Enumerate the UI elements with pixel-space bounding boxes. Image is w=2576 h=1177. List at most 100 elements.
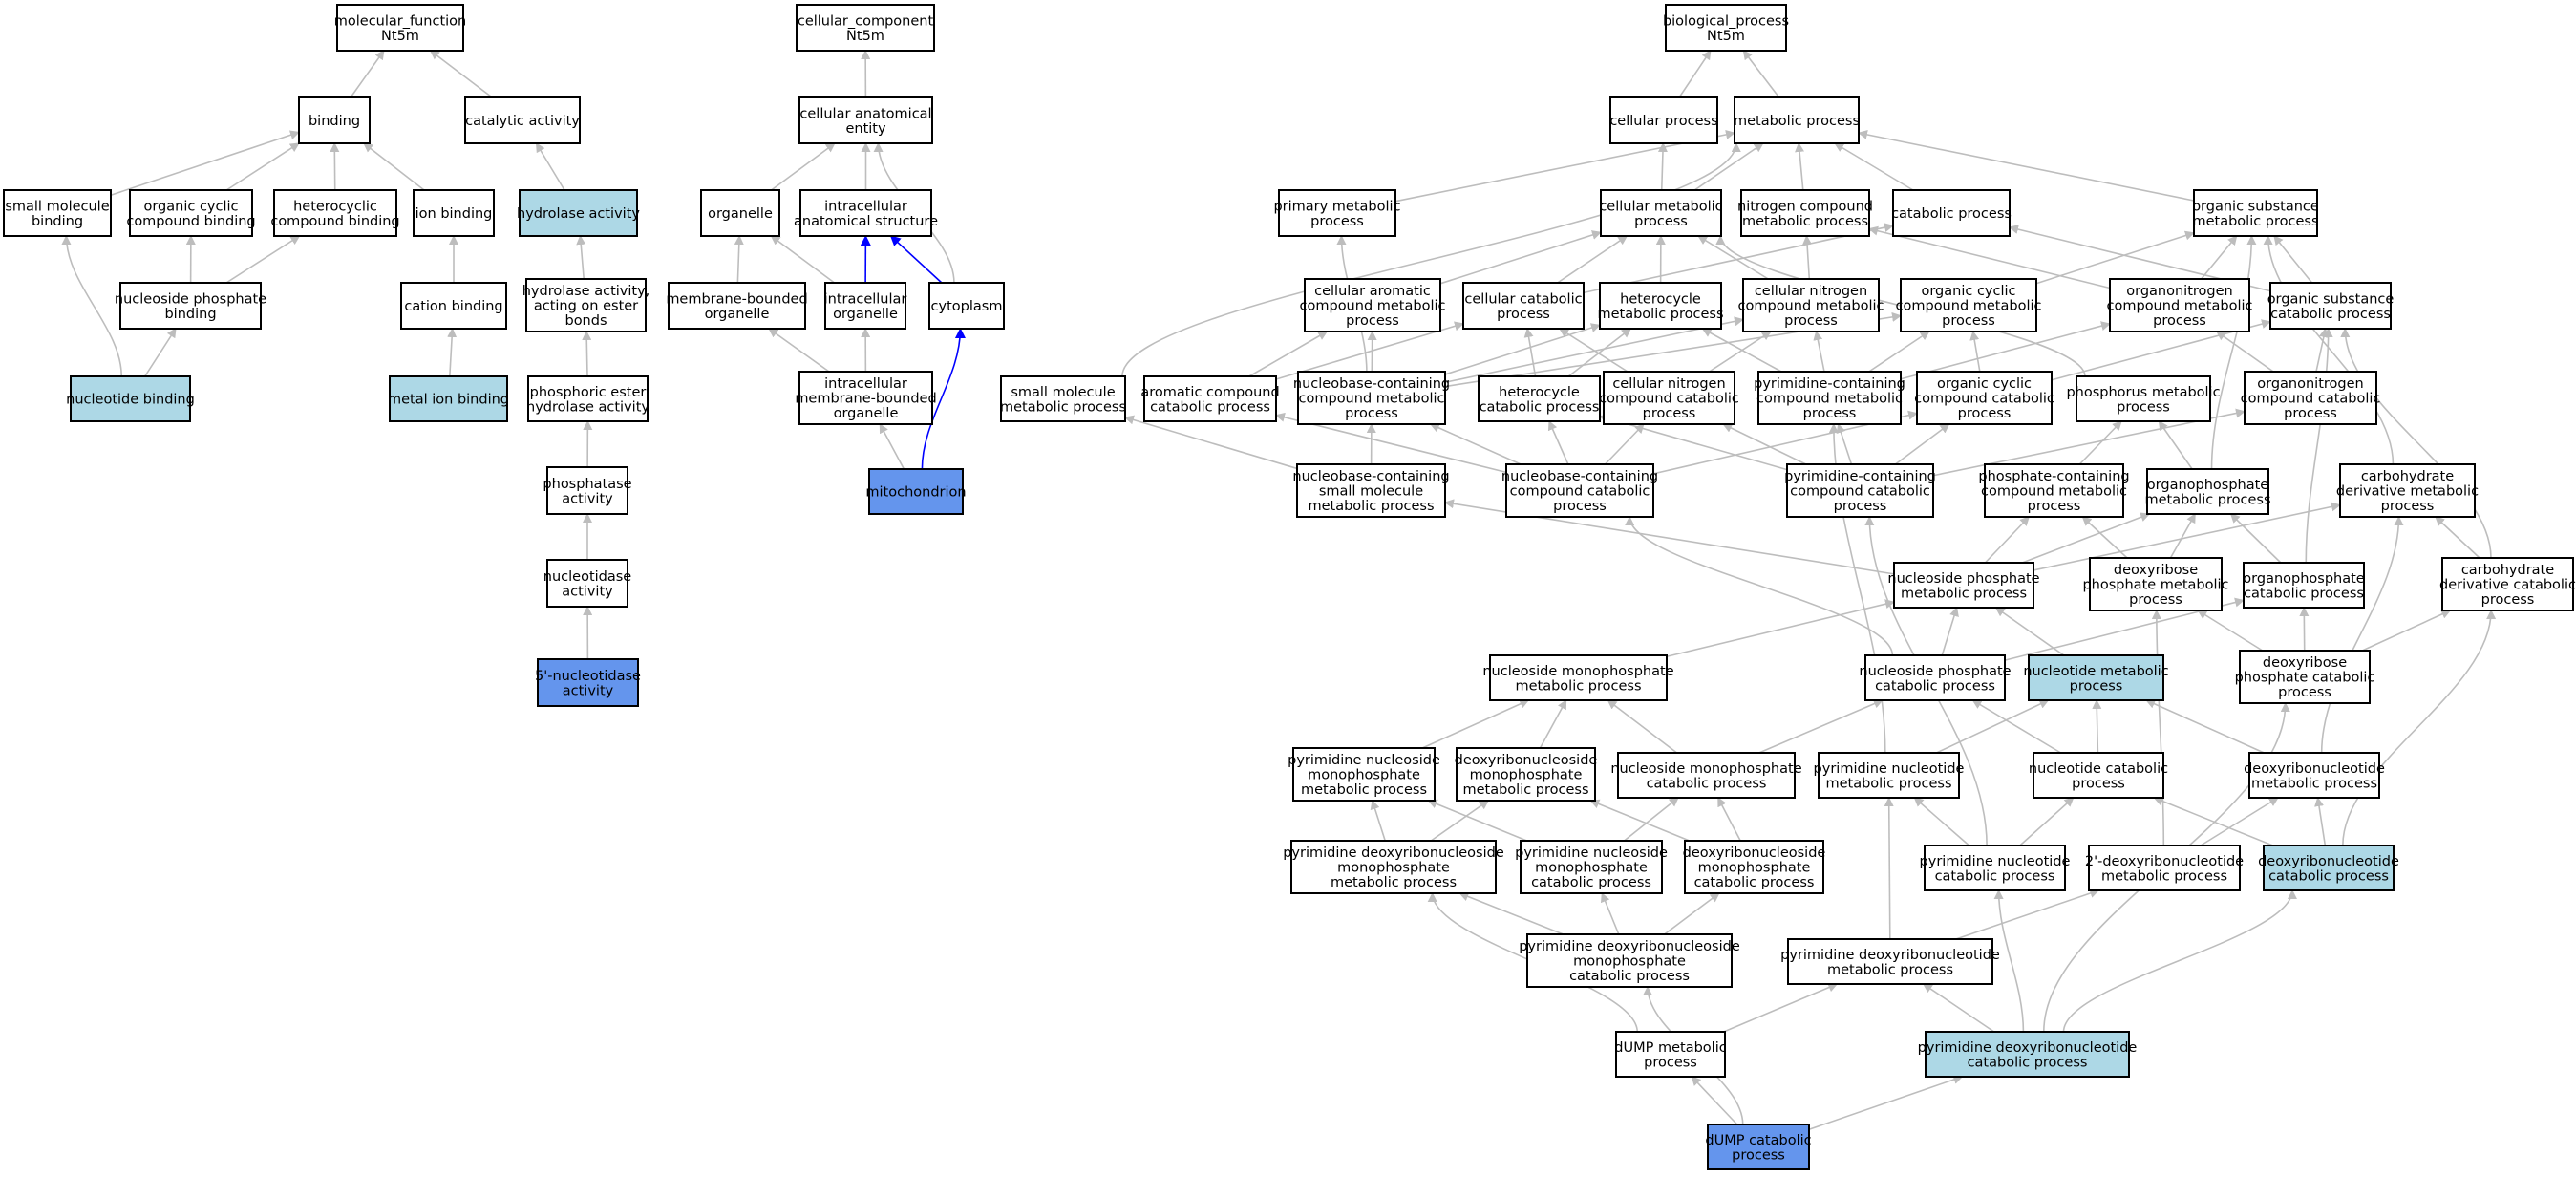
- term-node-pyrimidine-deoxyribonucleotide-catabolic[interactable]: pyrimidine deoxyribonucleotidecatabolic …: [1918, 1031, 2138, 1078]
- term-node-cytoplasm[interactable]: cytoplasm: [928, 282, 1005, 330]
- edge-organic_cyclic_cmp-to-organic_substance_metabolic_process: [2035, 230, 2195, 285]
- term-node-pyrimidine-deoxyribonucleotide-metabolic[interactable]: pyrimidine deoxyribonucleotidemetabolic …: [1780, 938, 2000, 985]
- term-node-nucleotide-binding[interactable]: nucleotide binding: [66, 375, 195, 422]
- term-node-pyrimidine-deoxyribonucleoside-monophosphate-metabolic[interactable]: pyrimidine deoxyribonucleosidemonophosph…: [1283, 840, 1504, 894]
- term-label-line: catabolic process: [1968, 1055, 2088, 1070]
- term-node-metabolic-process[interactable]: metabolic process: [1734, 96, 1860, 144]
- term-box: [2441, 557, 2574, 611]
- edge-pyrimidine_deoxyribonucleoside_monophosphate_catabolic-to-pyrimidine_deoxyribonucleoside_monophosphate_metabolic: [1458, 891, 1564, 935]
- term-node-cellular-process[interactable]: cellular process: [1609, 96, 1718, 144]
- term-node-pyrimidine-nucleoside-monophosphate-catabolic[interactable]: pyrimidine nucleosidemonophosphatecatabo…: [1515, 840, 1668, 894]
- edge-dump_catabolic_process-to-pyrimidine_deoxyribonucleotide_catabolic: [1808, 1075, 1964, 1130]
- term-box: [1787, 938, 1993, 985]
- term-label-line: process: [1310, 214, 1364, 229]
- term-label-line: anatomical structure: [794, 214, 938, 229]
- term-label-line: metabolic process: [1734, 114, 1860, 129]
- edge-deoxyribonucleotide_2_metabolic-to-deoxyribonucleotide_metabolic: [2200, 797, 2279, 846]
- term-box: [1296, 463, 1446, 518]
- term-node-deoxyribonucleoside-monophosphate-catabolic[interactable]: deoxyribonucleosidemonophosphatecataboli…: [1683, 840, 1826, 894]
- term-label-line: catabolic process: [2270, 307, 2391, 322]
- term-node-binding[interactable]: binding: [298, 96, 371, 144]
- term-label-line: binding: [32, 214, 83, 229]
- term-label-line: metabolic process: [1597, 307, 1723, 322]
- term-node-catalytic-activity[interactable]: catalytic activity: [464, 96, 581, 144]
- term-box: [273, 189, 397, 237]
- term-node-metal-ion-binding[interactable]: metal ion binding: [388, 375, 509, 422]
- term-box: [1734, 96, 1860, 144]
- term-node-organelle[interactable]: organelle: [700, 189, 780, 237]
- term-node-pyrimidine-deoxyribonucleoside-monophosphate-catabolic[interactable]: pyrimidine deoxyribonucleosidemonophosph…: [1519, 933, 1740, 988]
- term-node-hydrolase-activity[interactable]: hydrolase activity: [517, 189, 640, 237]
- term-node-ion-binding[interactable]: ion binding: [413, 189, 495, 237]
- term-node-catabolic-process[interactable]: catabolic process: [1891, 189, 2012, 237]
- term-node-deoxyribonucleoside-monophosphate-metabolic[interactable]: deoxyribonucleosidemonophosphatemetaboli…: [1455, 747, 1598, 802]
- term-label-line: metabolic process: [1515, 678, 1641, 694]
- term-box: [1984, 463, 2124, 518]
- term-node-cation-binding[interactable]: cation binding: [400, 282, 507, 330]
- term-node-mitochondrion[interactable]: mitochondrion: [865, 468, 967, 515]
- term-label-line: process: [1345, 406, 1398, 421]
- term-node-pyrimidine-nucleoside-monophosphate-metabolic[interactable]: pyrimidine nucleosidemonophosphatemetabo…: [1288, 747, 1440, 802]
